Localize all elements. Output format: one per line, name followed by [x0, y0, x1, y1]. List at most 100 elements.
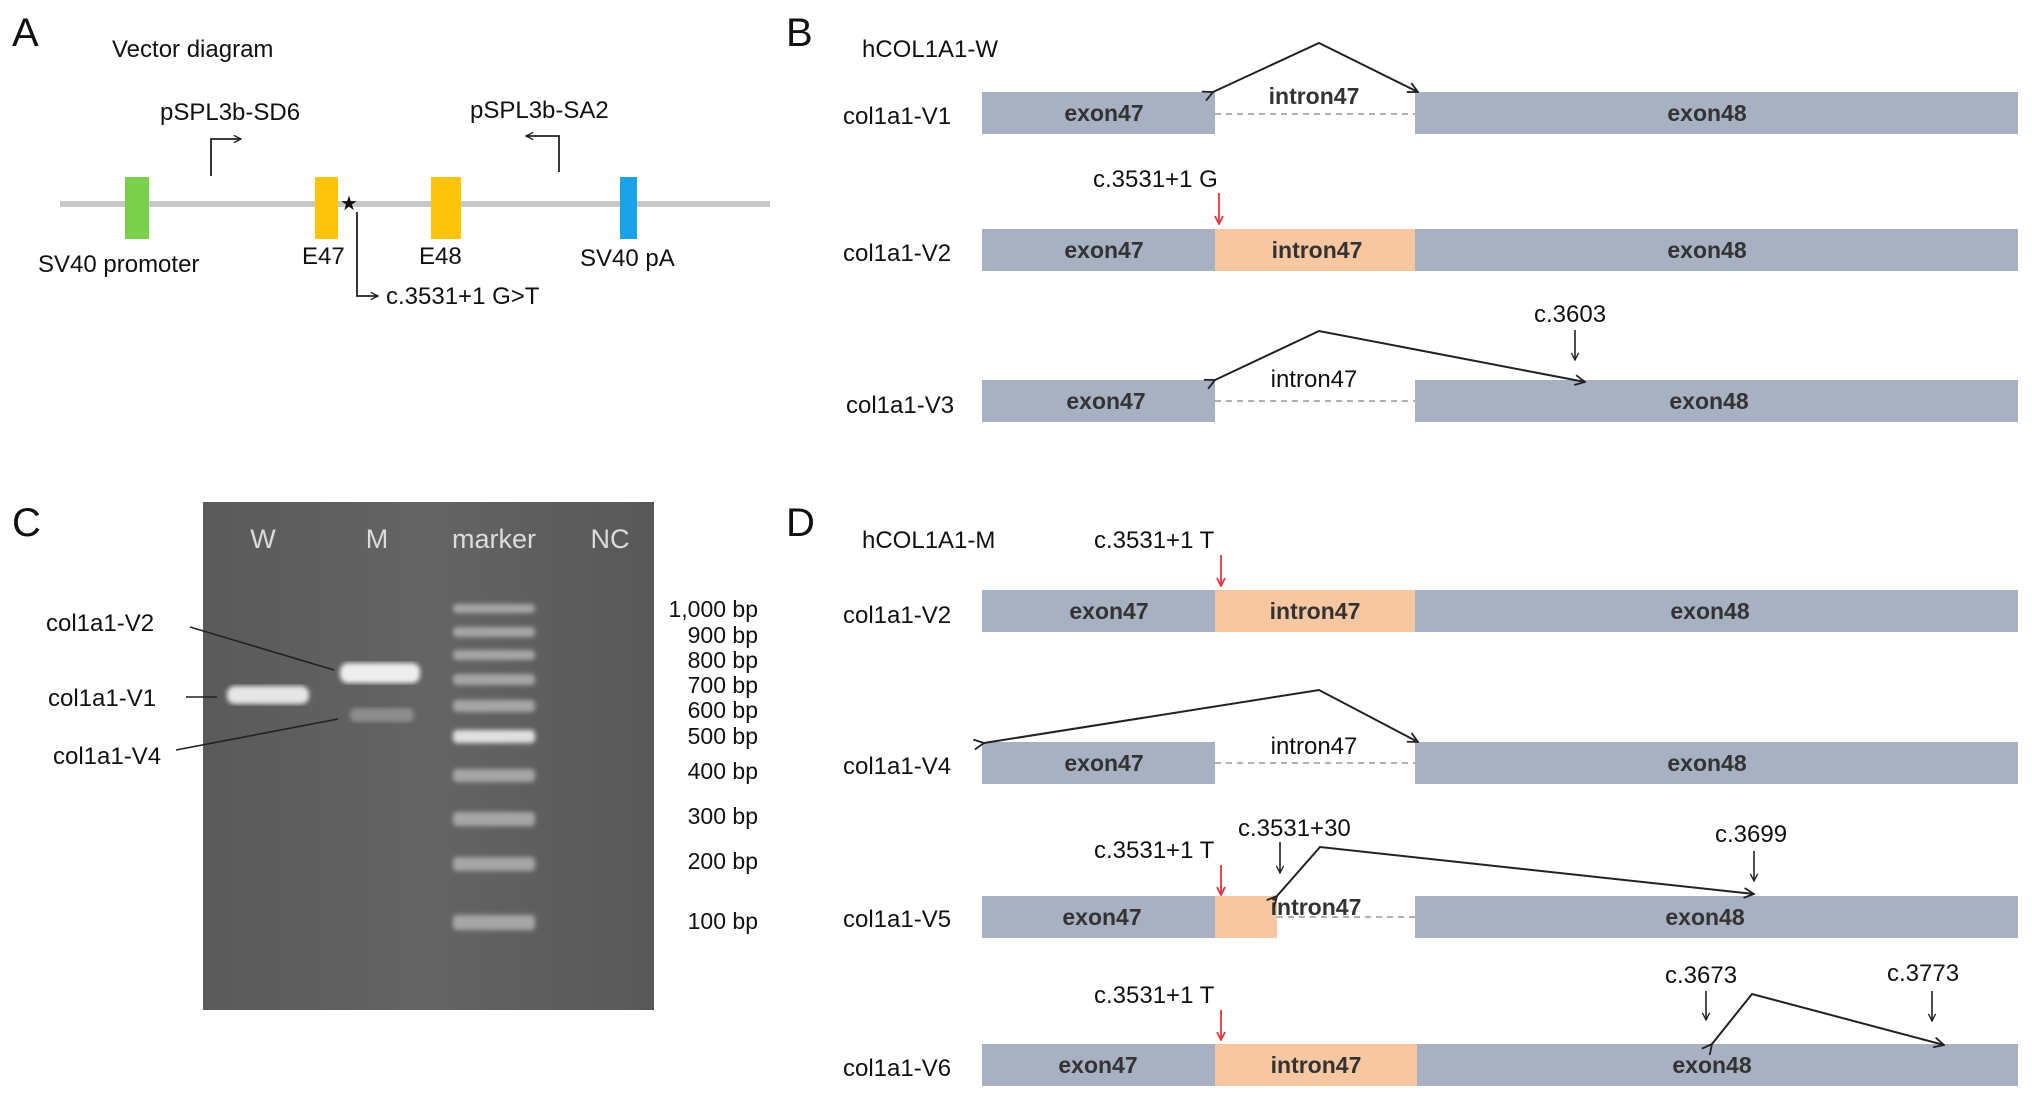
exon-skip-arrow: [984, 688, 1418, 743]
lane-label: marker: [452, 524, 536, 554]
ladder-label: 800 bp: [688, 647, 758, 673]
exon48-bar: [1415, 92, 2018, 134]
ladder-band: [453, 604, 535, 613]
ladder-label: 100 bp: [688, 908, 758, 934]
sv40-pa-label: SV40 pA: [580, 245, 675, 272]
exon48-text: exon48: [1669, 388, 1748, 414]
exon47-text: exon47: [1062, 904, 1141, 930]
site-b-label: c.3699: [1715, 821, 1787, 848]
band-label-v1: col1a1-V1: [48, 685, 156, 712]
reverse-primer-arrow: [526, 136, 560, 172]
intron47-text: intron47: [1272, 237, 1363, 263]
ladder-band: [453, 915, 535, 930]
panel-b: B hCOL1A1-W col1a1-V1 exon47 exon48 intr…: [786, 11, 2018, 422]
cryptic-splice-arrow: [1215, 329, 1585, 382]
sv40-pa-box: [620, 177, 637, 239]
intron47-text: intron47: [1271, 1052, 1362, 1078]
panel-a-letter: A: [12, 11, 39, 55]
band-label-leader: [175, 718, 339, 751]
ladder-band: [453, 700, 535, 712]
ladder-label: 200 bp: [688, 848, 758, 874]
intron47-partial-bar: [1215, 896, 1277, 938]
ladder-band: [453, 627, 535, 637]
primer-forward-label: pSPL3b-SD6: [160, 99, 300, 126]
panel-b-letter: B: [786, 11, 813, 55]
row-label: col1a1-V5: [843, 906, 951, 933]
exon47-text: exon47: [1064, 750, 1143, 776]
ladder-band: [453, 769, 535, 782]
splice-junction-arrow: [1213, 41, 1418, 92]
row-label: col1a1-V6: [843, 1055, 951, 1082]
star-icon: ★: [340, 193, 358, 215]
row-label: col1a1-V1: [843, 103, 951, 130]
panel-a: A Vector diagram SV40 promoter E47 E48 S…: [12, 11, 770, 310]
row-label: col1a1-V3: [846, 392, 954, 419]
ladder-band: [453, 812, 535, 826]
band-v4-mutant: [350, 708, 414, 722]
intron47-retained-bar: [1215, 229, 1415, 271]
site-label: c.3603: [1534, 301, 1606, 328]
e47-box: [315, 177, 338, 239]
intron47-retained-bar: [1215, 590, 1415, 632]
deletion-splice-arrow: [1712, 992, 1944, 1045]
intron47-text: intron47: [1269, 83, 1360, 109]
exon47-text: exon47: [1066, 388, 1145, 414]
lane-label: NC: [591, 524, 630, 554]
forward-primer-arrow: [210, 139, 241, 176]
panel-c: C W M marker NC 1,000 bp 900 bp 800 bp 7…: [12, 501, 758, 1010]
site-b-label: c.3773: [1887, 960, 1959, 987]
lane-label: W: [250, 524, 276, 554]
sv40-promoter-label: SV40 promoter: [38, 251, 199, 278]
exon47-text: exon47: [1069, 598, 1148, 624]
exon48-bar: [1415, 229, 2018, 271]
sv40-promoter-box: [125, 177, 149, 239]
mutation-label: c.3531+1 T: [1094, 527, 1215, 554]
exon47-bar: [982, 1044, 1215, 1086]
intron47-text: intron47: [1270, 598, 1361, 624]
exon47-bar: [982, 590, 1215, 632]
ladder-bands: [453, 604, 535, 930]
primer-reverse-label: pSPL3b-SA2: [470, 97, 609, 124]
band-label-leader: [189, 626, 335, 671]
lane-label: M: [366, 524, 389, 554]
panel-d-letter: D: [786, 501, 815, 545]
exon48-bar: [1415, 590, 2018, 632]
ladder-band: [453, 650, 535, 660]
e48-box: [431, 177, 461, 239]
e48-label: E48: [419, 243, 462, 270]
intron47-text: intron47: [1271, 733, 1358, 760]
ladder-label: 500 bp: [688, 723, 758, 749]
exon47-text: exon47: [1058, 1052, 1137, 1078]
ladder-label: 1,000 bp: [668, 596, 758, 622]
band-label-v4: col1a1-V4: [53, 743, 161, 770]
ladder-band: [453, 730, 535, 743]
intron47-text: intron47: [1271, 366, 1358, 393]
ladder-label: 600 bp: [688, 697, 758, 723]
exon48-bar: [1415, 742, 2018, 784]
site-a-label: c.3673: [1665, 962, 1737, 989]
ladder-label: 400 bp: [688, 758, 758, 784]
gel-image: [203, 502, 654, 1010]
panel-d-title: hCOL1A1-M: [862, 527, 995, 554]
panel-c-letter: C: [12, 501, 41, 545]
panel-d: D hCOL1A1-M c.3531+1 T col1a1-V2 exon47 …: [786, 501, 2018, 1086]
exon47-text: exon47: [1064, 100, 1143, 126]
intron47-retained-bar: [1215, 1044, 1417, 1086]
exon47-text: exon47: [1064, 237, 1143, 263]
exon48-text: exon48: [1667, 100, 1746, 126]
ladder-band: [453, 674, 535, 685]
row-label: col1a1-V4: [843, 753, 951, 780]
cryptic-splice-arrow: [1277, 845, 1754, 896]
exon47-bar: [982, 229, 1215, 271]
exon48-text: exon48: [1665, 904, 1744, 930]
ladder-label: 300 bp: [688, 803, 758, 829]
band-v1-wildtype: [227, 686, 309, 704]
row-label: col1a1-V2: [843, 602, 951, 629]
exon48-text: exon48: [1670, 598, 1749, 624]
panel-a-title: Vector diagram: [112, 36, 273, 63]
ladder-label: 700 bp: [688, 672, 758, 698]
row-label: col1a1-V2: [843, 240, 951, 267]
ladder-label: 900 bp: [688, 622, 758, 648]
mutation-label: c.3531+1 G: [1093, 166, 1218, 193]
